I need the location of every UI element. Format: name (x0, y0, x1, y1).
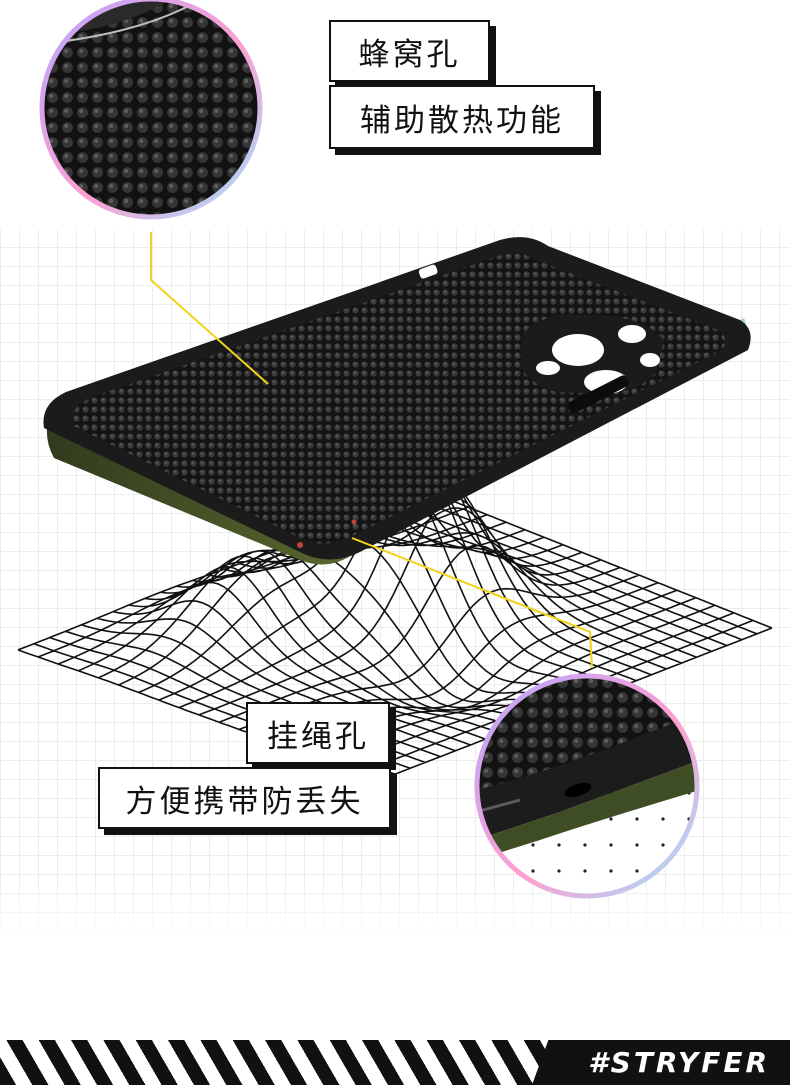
honeycomb-title-label: 蜂窝孔 (329, 20, 490, 82)
lanyard-hole-icon (474, 673, 700, 899)
brand-tag-box: #STRYFER (532, 1040, 790, 1085)
lanyard-title: 挂绳孔 (267, 718, 369, 755)
lanyard-subtitle-label: 方便携带防丢失 (98, 767, 391, 829)
honeycomb-texture-icon (39, 0, 263, 220)
brand-tag: #STRYFER (588, 1046, 771, 1079)
honeycomb-subtitle-label: 辅助散热功能 (329, 85, 595, 149)
brand-footer: #STRYFER (0, 1040, 790, 1085)
honeycomb-title: 蜂窝孔 (358, 36, 461, 73)
honeycomb-subtitle: 辅助散热功能 (360, 102, 564, 139)
leader-lines (150, 232, 593, 669)
lanyard-title-label: 挂绳孔 (246, 702, 390, 764)
camera-cutout (520, 314, 664, 394)
lanyard-subtitle: 方便携带防丢失 (125, 783, 364, 820)
bottom-fade (0, 880, 790, 1040)
stripe-decoration (0, 1040, 560, 1085)
phone-case-icon (43, 237, 751, 565)
